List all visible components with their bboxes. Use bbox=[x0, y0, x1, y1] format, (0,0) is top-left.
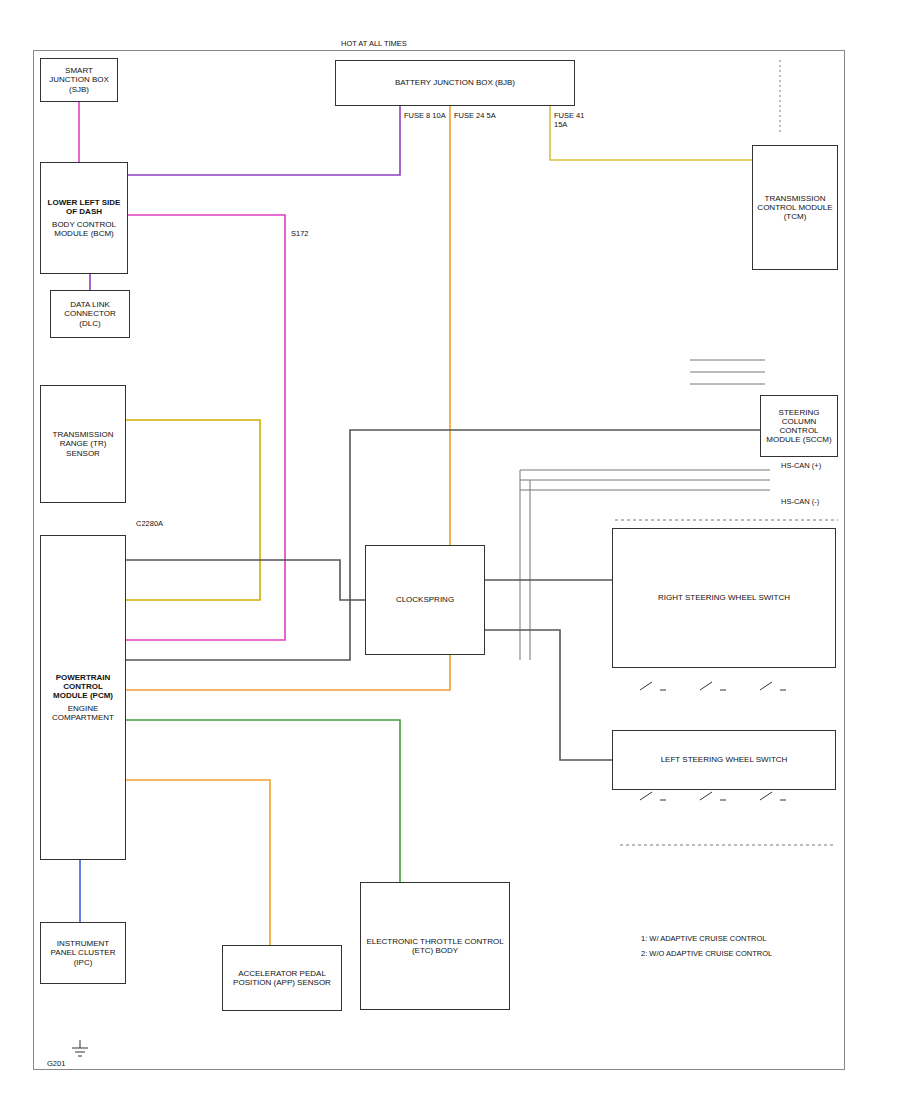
node-text: BATTERY JUNCTION BOX (BJB) bbox=[395, 78, 515, 87]
control-module: TRANSMISSION CONTROL MODULE (TCM) bbox=[752, 145, 838, 270]
wire-connector bbox=[126, 420, 260, 600]
node-text: STEERING COLUMN CONTROL MODULE (SCCM) bbox=[765, 408, 833, 445]
wire-connector bbox=[126, 560, 365, 600]
wire-label: FUSE 41 15A bbox=[553, 112, 597, 129]
wire-label: HS-CAN (+) bbox=[780, 462, 822, 471]
wire-label: C2280A bbox=[135, 520, 164, 529]
node-text: LOWER LEFT SIDE OF DASH bbox=[45, 198, 123, 216]
wire-connector bbox=[126, 720, 400, 882]
wire-connector bbox=[78, 102, 80, 162]
wire-connector bbox=[485, 579, 612, 581]
node-text: SMART JUNCTION BOX (SJB) bbox=[45, 66, 113, 94]
node-text: ELECTRONIC THROTTLE CONTROL (ETC) BODY bbox=[365, 937, 505, 955]
wire-connector bbox=[126, 215, 285, 640]
wire-label: HOT AT ALL TIMES bbox=[340, 40, 408, 49]
wire-label: G201 bbox=[46, 1060, 66, 1069]
node-text: BODY CONTROL MODULE (BCM) bbox=[45, 220, 123, 238]
wire-label: S172 bbox=[290, 230, 310, 239]
clockspring-box: CLOCKSPRING bbox=[365, 545, 485, 655]
node-text: RIGHT STEERING WHEEL SWITCH bbox=[658, 593, 790, 602]
wire-connector bbox=[89, 274, 91, 290]
node-text: LEFT STEERING WHEEL SWITCH bbox=[661, 755, 788, 764]
wire-label: 2: W/O ADAPTIVE CRUISE CONTROL bbox=[640, 950, 773, 959]
node-text: CLOCKSPRING bbox=[396, 595, 454, 604]
wire-label: 1: W/ ADAPTIVE CRUISE CONTROL bbox=[640, 935, 767, 944]
wire-label: HS-CAN (-) bbox=[780, 498, 820, 507]
node-text: INSTRUMENT PANEL CLUSTER (IPC) bbox=[45, 939, 121, 967]
node-text: DATA LINK CONNECTOR (DLC) bbox=[55, 300, 125, 328]
wire-connector bbox=[126, 780, 270, 945]
node-text: ENGINE COMPARTMENT bbox=[45, 704, 121, 722]
wire-connector bbox=[485, 630, 612, 760]
wire-connector bbox=[79, 860, 81, 922]
junction-box: BATTERY JUNCTION BOX (BJB) bbox=[335, 60, 575, 106]
node-text: TRANSMISSION CONTROL MODULE (TCM) bbox=[757, 194, 833, 222]
control-module: STEERING COLUMN CONTROL MODULE (SCCM) bbox=[760, 395, 838, 457]
wire-label: FUSE 8 10A bbox=[403, 112, 447, 121]
node-text: ACCELERATOR PEDAL POSITION (APP) SENSOR bbox=[227, 969, 337, 987]
wire-connector bbox=[550, 106, 752, 160]
connector-box: DATA LINK CONNECTOR (DLC) bbox=[50, 290, 130, 338]
control-module: LOWER LEFT SIDE OF DASH BODY CONTROL MODU… bbox=[40, 162, 128, 274]
wire-label: FUSE 24 5A bbox=[453, 112, 497, 121]
wire-connector bbox=[128, 106, 400, 175]
switch-box: LEFT STEERING WHEEL SWITCH bbox=[612, 730, 836, 790]
control-module: POWERTRAIN CONTROL MODULE (PCM) ENGINE CO… bbox=[40, 535, 126, 860]
cluster-box: INSTRUMENT PANEL CLUSTER (IPC) bbox=[40, 922, 126, 984]
sensor-box: TRANSMISSION RANGE (TR) SENSOR bbox=[40, 385, 126, 503]
node-text: TRANSMISSION RANGE (TR) SENSOR bbox=[45, 430, 121, 458]
node-text: POWERTRAIN CONTROL MODULE (PCM) bbox=[45, 673, 121, 701]
sensor-box: ACCELERATOR PEDAL POSITION (APP) SENSOR bbox=[222, 945, 342, 1011]
junction-box: SMART JUNCTION BOX (SJB) bbox=[40, 58, 118, 102]
switch-box: RIGHT STEERING WHEEL SWITCH bbox=[612, 528, 836, 668]
throttle-body-box: ELECTRONIC THROTTLE CONTROL (ETC) BODY bbox=[360, 882, 510, 1010]
